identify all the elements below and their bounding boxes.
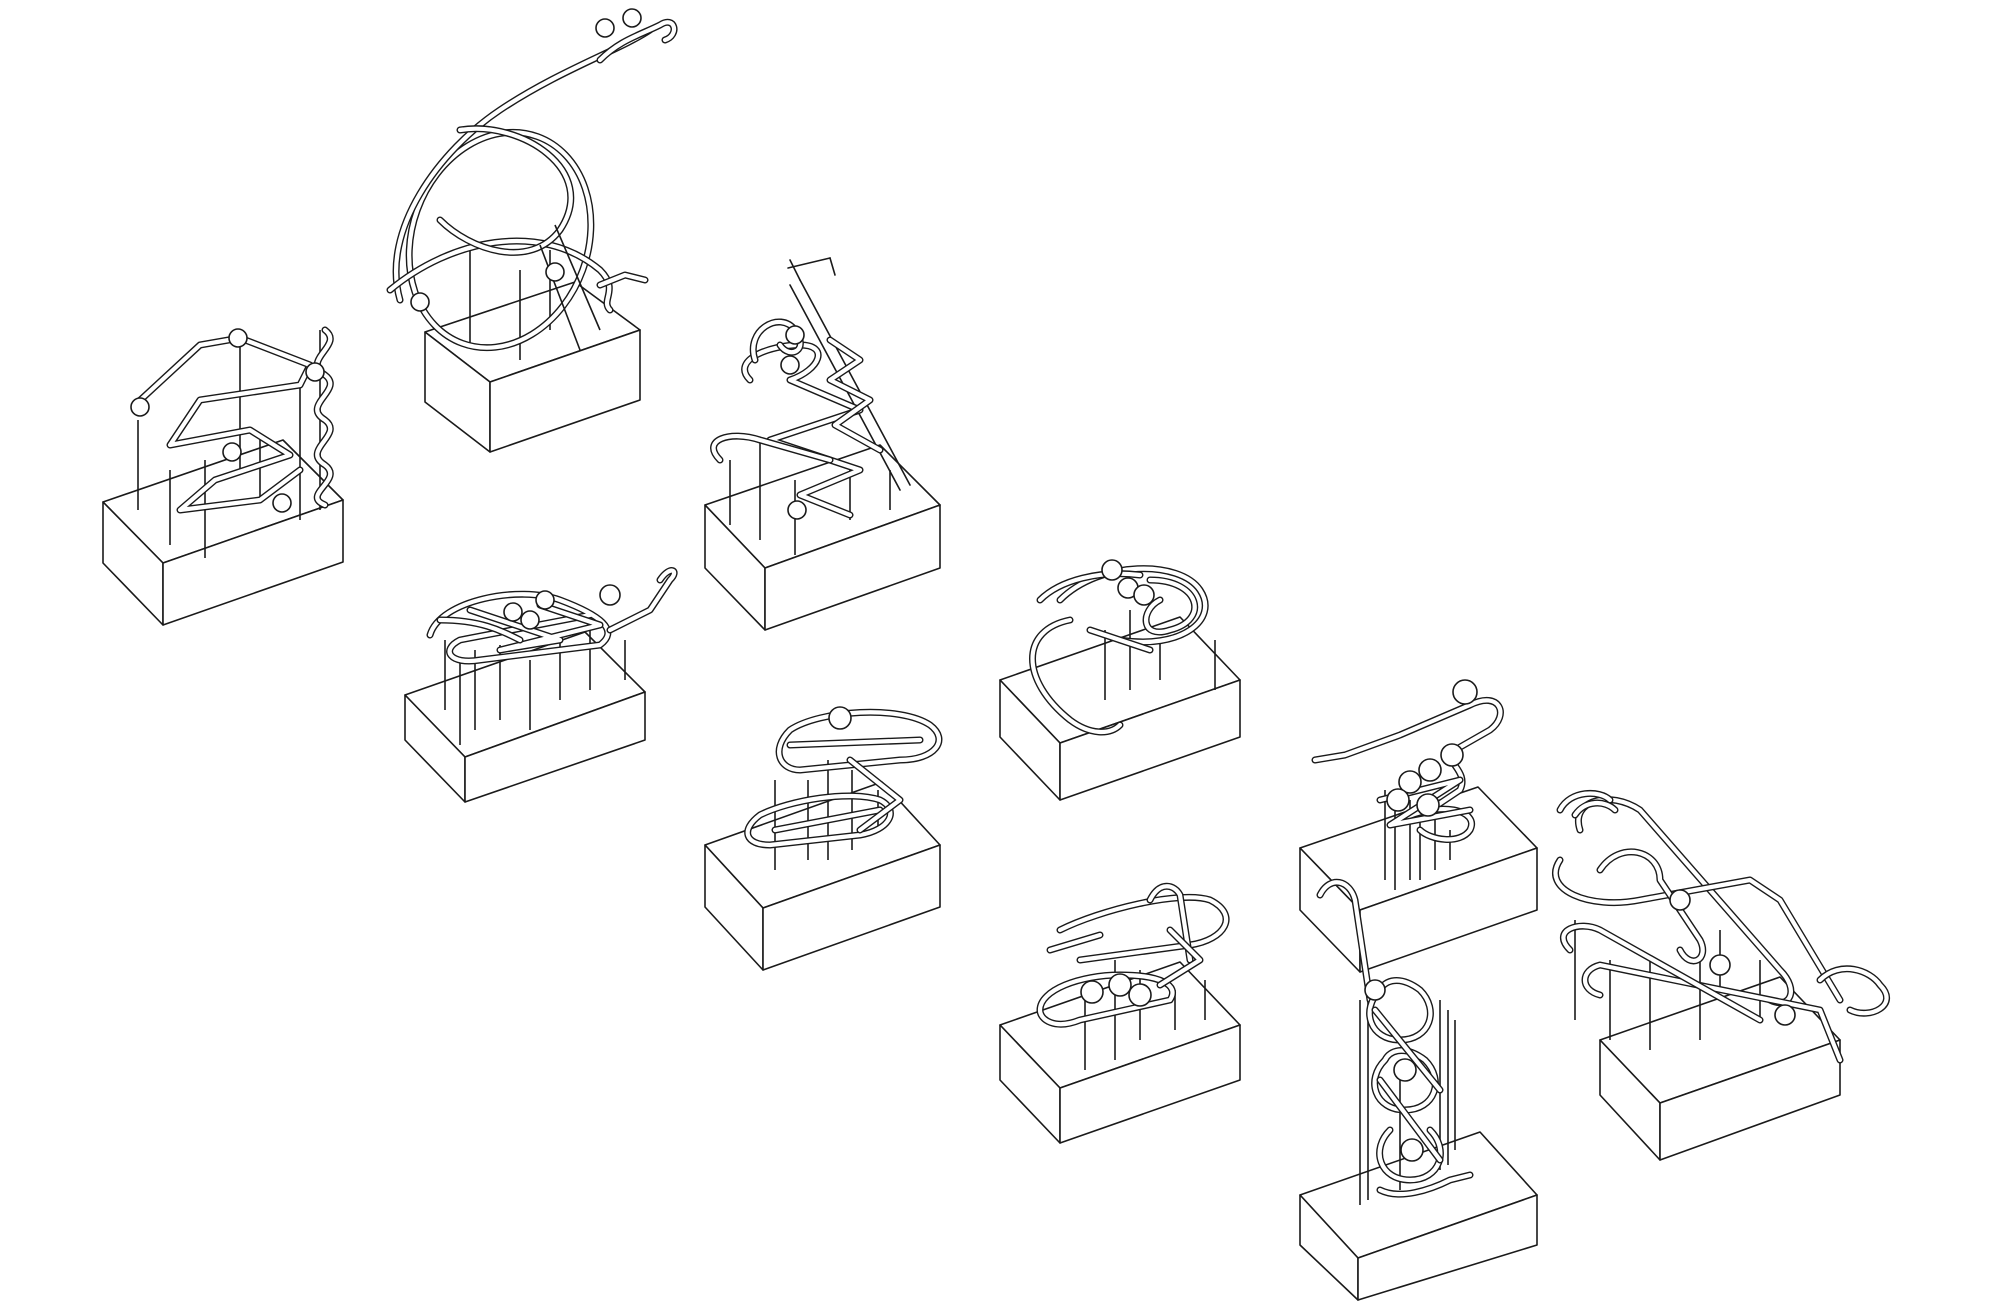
balls [130, 328, 325, 513]
sculpture-double-oval [999, 882, 1241, 1144]
track [744, 708, 943, 849]
sculpture-zigzag-ramp [102, 326, 344, 626]
balls [828, 706, 852, 730]
pedestal [404, 631, 646, 803]
pedestal [704, 781, 941, 971]
balls [780, 325, 807, 520]
balls [410, 8, 642, 312]
pedestal [102, 439, 344, 626]
sculpture-flat-weave [404, 567, 678, 803]
track [386, 18, 678, 352]
track [1552, 789, 1890, 1064]
balls [1386, 679, 1478, 817]
track [710, 318, 884, 519]
sculpture-loop-swirl [386, 8, 678, 453]
track [426, 567, 678, 665]
pedestal [704, 444, 941, 631]
posts [1104, 610, 1216, 700]
sculpture-ladder-lift [704, 257, 941, 631]
posts [729, 440, 891, 555]
sculpture-ball-cluster [1299, 679, 1538, 973]
sculpture-stacked-oval [704, 706, 943, 971]
pedestal [999, 961, 1241, 1144]
balls [1669, 889, 1796, 1026]
balls [1101, 559, 1155, 606]
sculpture-long-horn [1552, 789, 1890, 1161]
track [1036, 882, 1230, 1028]
track [1316, 879, 1474, 1198]
sculpture-spiral-bowl [999, 559, 1241, 801]
track [1311, 696, 1504, 843]
balls [1080, 973, 1152, 1007]
balls [503, 584, 621, 630]
track [1029, 565, 1209, 736]
sculpture-tall-tower [1299, 879, 1538, 1301]
balls [1364, 979, 1424, 1162]
